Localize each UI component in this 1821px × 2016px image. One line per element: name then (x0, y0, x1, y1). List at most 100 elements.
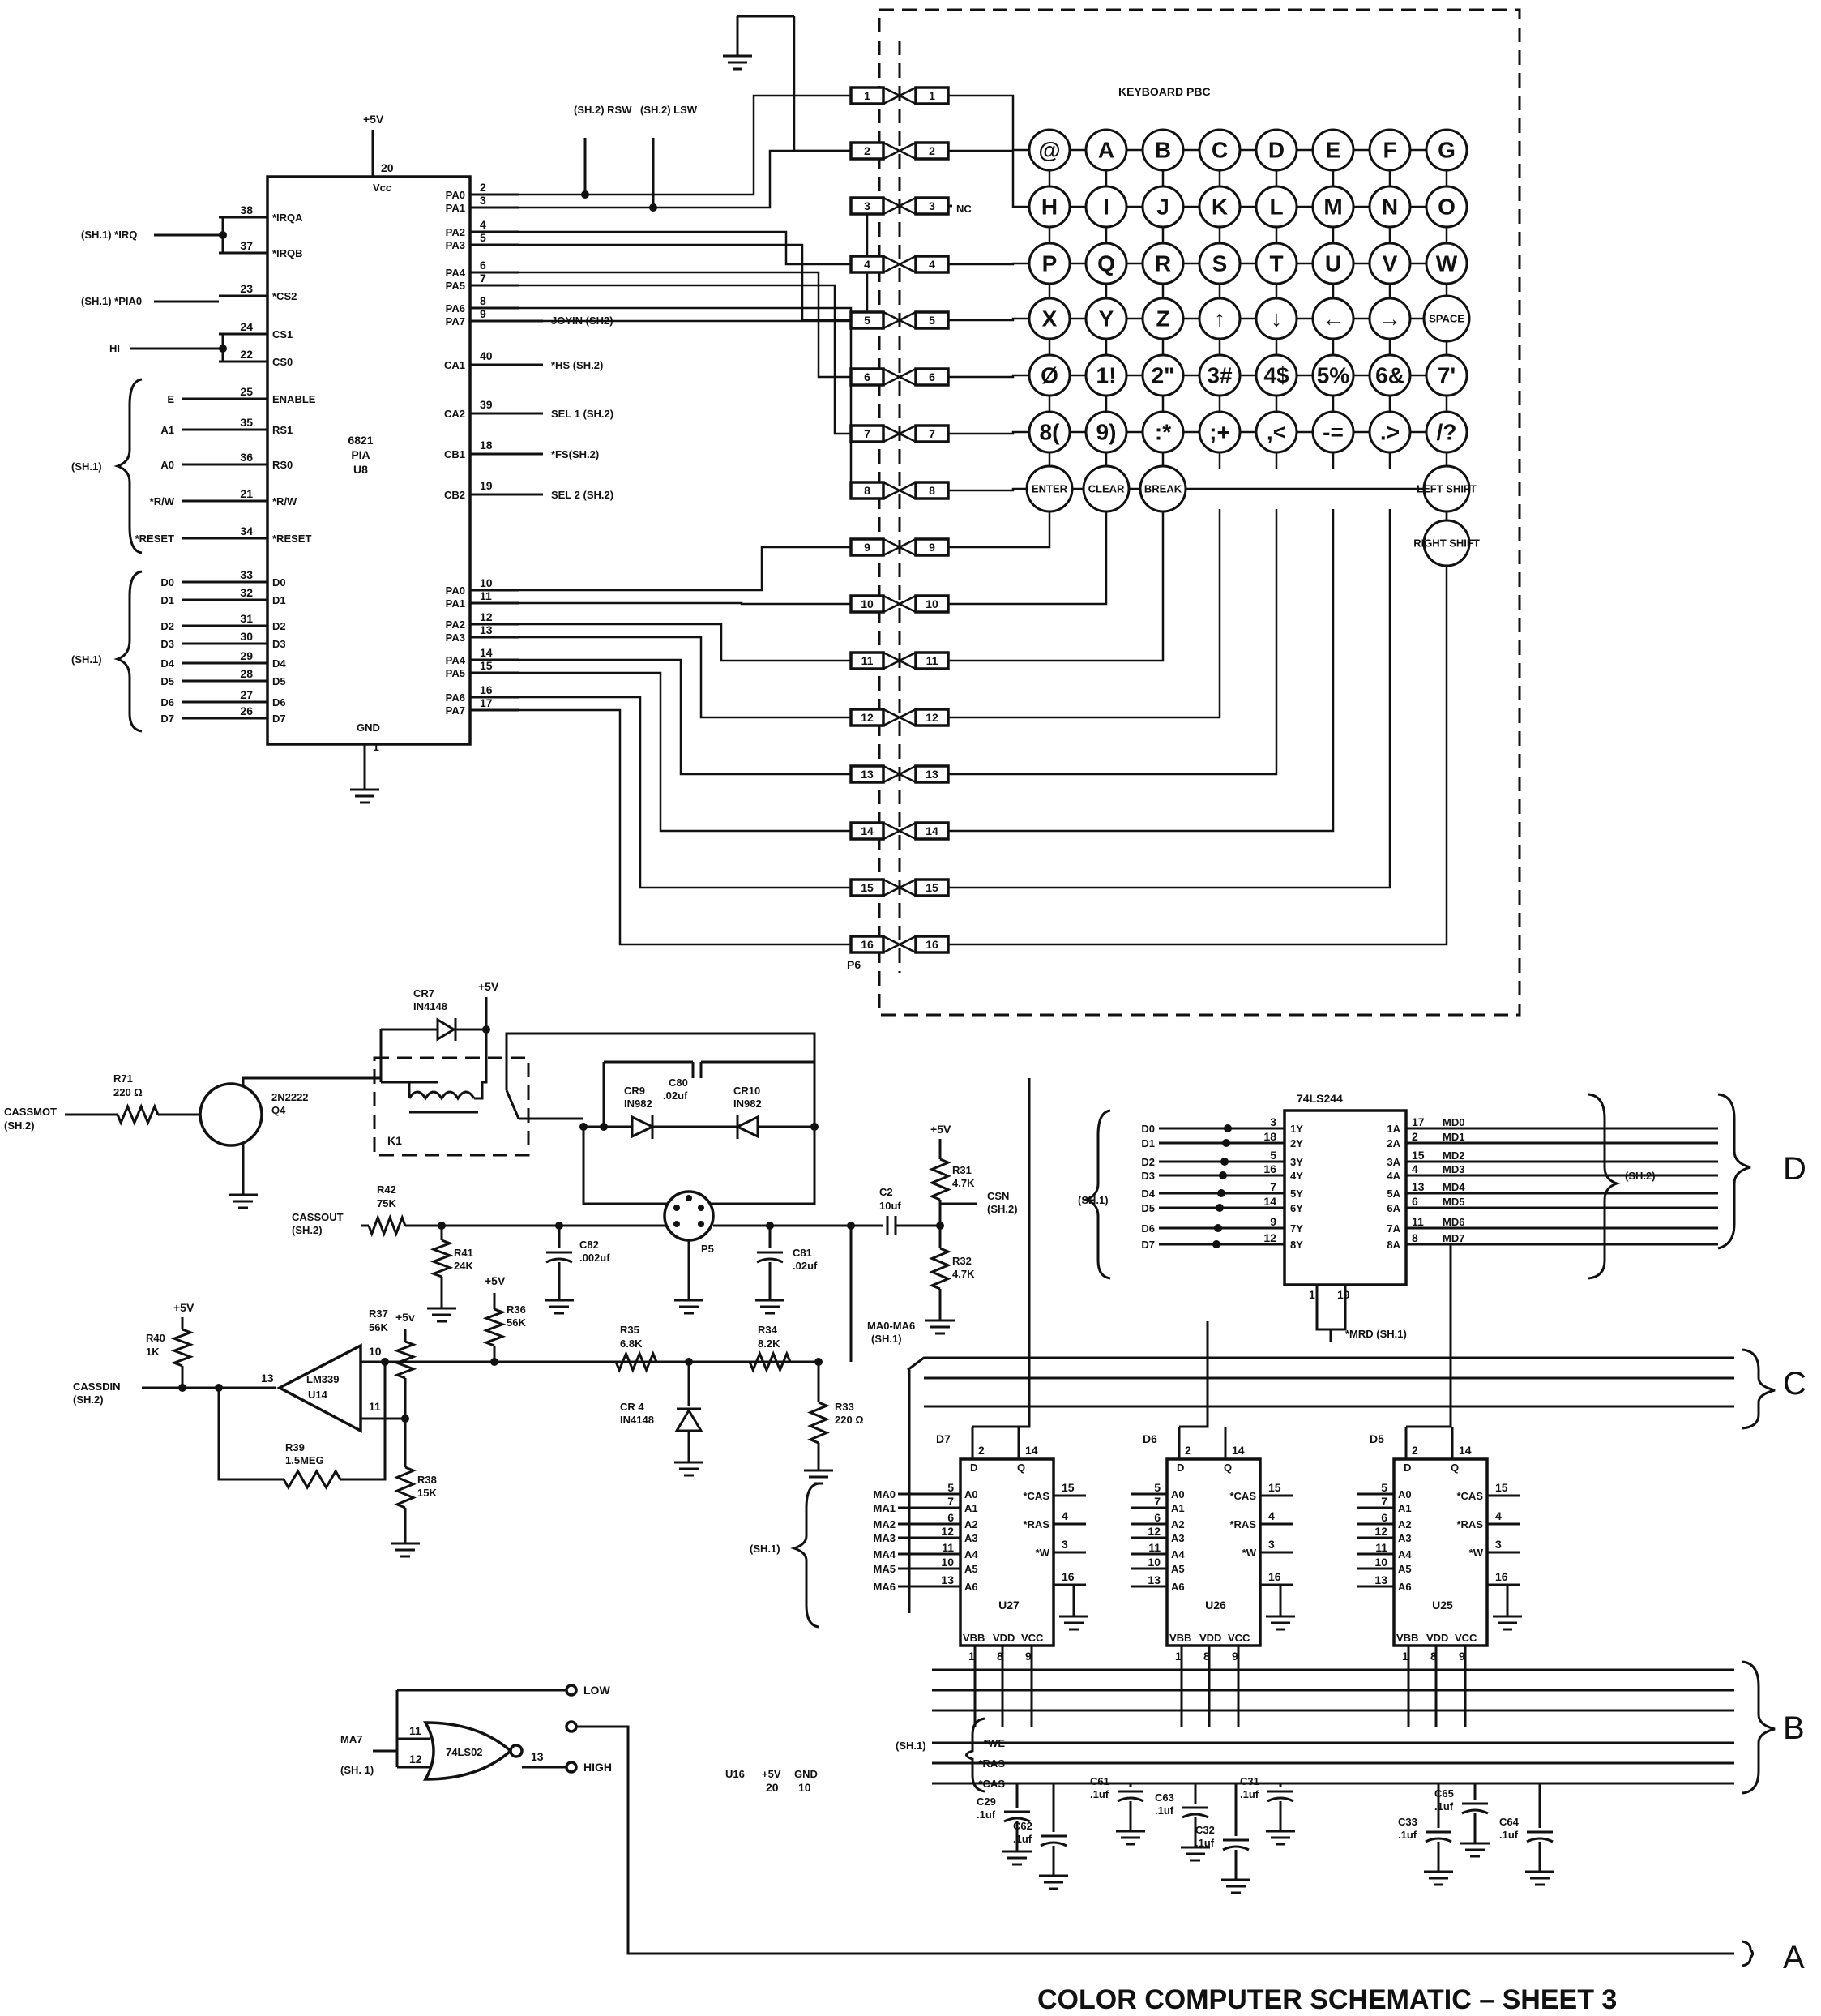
cap-ref: C61 (1090, 1775, 1109, 1787)
key: C (1198, 128, 1242, 172)
ram-vcc: VCC (1228, 1632, 1250, 1644)
key-label: O (1438, 195, 1456, 220)
pia-pin-label: PA4 (446, 267, 466, 279)
key: S (1198, 242, 1242, 285)
connector-pin-number: 6 (929, 370, 935, 383)
ram-ctrl-pin: 16 (1495, 1570, 1508, 1583)
data-sig: D5 (160, 675, 174, 687)
key-label: K (1212, 195, 1228, 220)
key-label: .> (1380, 420, 1400, 445)
key: P (1028, 242, 1071, 285)
key-label: W (1436, 251, 1458, 276)
ram-addr-pin: 13 (1148, 1573, 1161, 1586)
dram-u26 (1165, 1457, 1262, 1647)
ram-addr-pin: 10 (1148, 1556, 1161, 1569)
r41-val: 24K (454, 1260, 473, 1272)
connector-pin-number: 16 (861, 938, 874, 951)
cr9: CR9 (624, 1085, 645, 1097)
buffer-pin-label: 8Y (1290, 1239, 1303, 1251)
buffer-pin: 6 (1412, 1195, 1418, 1208)
ram-addr-label: A0 (964, 1488, 978, 1500)
buffer-pin: 15 (1412, 1149, 1425, 1162)
key: SPACE (1422, 294, 1471, 343)
cr10-val: IN982 (733, 1098, 762, 1110)
key: V (1368, 242, 1412, 285)
pia-pin-number: 37 (240, 239, 253, 252)
ram-ctrl-label: *CAS (1229, 1490, 1256, 1502)
connector-pin-number: 2 (864, 144, 870, 157)
ram-addr-label: A1 (1398, 1502, 1412, 1514)
key: Z (1141, 297, 1185, 340)
r33: R33 (835, 1401, 854, 1413)
connector-pin-number: 4 (864, 258, 870, 271)
ram-ctrl-pin: 15 (1268, 1481, 1281, 1494)
pia-pin-label: PA7 (446, 704, 465, 717)
pia-gnd-pin: 1 (373, 740, 379, 753)
key: Q (1084, 242, 1128, 285)
bus-b-signal: *WE (984, 1737, 1005, 1749)
cap-val: .1uf (1090, 1788, 1109, 1800)
ma-line: MA1 (874, 1502, 896, 1514)
key: N (1368, 185, 1412, 229)
c2: C2 (879, 1186, 893, 1198)
r35: R35 (620, 1324, 639, 1336)
pia-pin-number: 18 (480, 439, 493, 452)
c82-val: .002uf (579, 1252, 610, 1264)
ma-label: MA0-MA6 (867, 1320, 915, 1332)
cap-ref: C32 (1195, 1824, 1215, 1836)
ram-ctrl-pin: 3 (1062, 1538, 1068, 1551)
r41: R41 (454, 1247, 473, 1259)
resistor-r42 (367, 1213, 407, 1238)
r38-val: 15K (417, 1487, 437, 1499)
key-label: 4$ (1263, 363, 1289, 388)
cap-ref: C29 (977, 1796, 996, 1808)
data-sig: D1 (160, 594, 174, 606)
buffer-sh2: (SH.2) (1625, 1170, 1656, 1182)
ground-symbol (1059, 1605, 1088, 1631)
buffer-en-pin: 19 (1337, 1288, 1350, 1301)
ram-addr-pin: 12 (1374, 1525, 1387, 1538)
cr10: CR10 (733, 1085, 760, 1097)
ctrl-sig: A0 (160, 459, 174, 471)
pia-pin-label: CA1 (444, 359, 465, 371)
buffer-pin-label: 1Y (1290, 1123, 1303, 1135)
pia-pin-label: *R/W (272, 495, 297, 507)
pia-pin-label: PA7 (446, 315, 465, 327)
pia-pin-number: 6 (480, 259, 486, 272)
key-label: D (1268, 138, 1285, 163)
key: E (1311, 128, 1355, 172)
pia-pin-label: *IRQB (272, 247, 303, 259)
zener-cr9 (631, 1115, 656, 1139)
buffer-pin: 11 (1412, 1215, 1424, 1228)
key: 4$ (1255, 353, 1298, 397)
junction-dot (1222, 1139, 1230, 1147)
buffer-pin: 17 (1412, 1115, 1425, 1128)
connector-pin (849, 594, 950, 614)
ram-vbb: VBB (1169, 1632, 1191, 1644)
connector-pin-number: 7 (929, 427, 935, 440)
ma-line: MA4 (874, 1548, 896, 1560)
ground-symbol (1181, 1836, 1210, 1862)
buffer-input-signal: D4 (1141, 1188, 1155, 1200)
ram-q: Q (1451, 1462, 1459, 1474)
pia-pin-number: 34 (240, 524, 253, 537)
ram-addr-label: A5 (964, 1563, 978, 1575)
junction-dot (401, 1415, 409, 1423)
cap-ref: C64 (1499, 1816, 1520, 1828)
ma-line: MA2 (874, 1518, 896, 1530)
brace (1742, 1348, 1776, 1430)
cap-val: .1uf (1398, 1829, 1417, 1841)
pia-pin-number: 31 (240, 612, 253, 625)
ram-addr-pin: 13 (1374, 1573, 1387, 1586)
pia-pin-label: ENABLE (272, 393, 316, 405)
ground-symbol (427, 1297, 456, 1323)
ground-symbol (925, 1309, 955, 1335)
buffer-pin-label: 2Y (1290, 1137, 1303, 1149)
connector-pin-number: 3 (929, 199, 935, 212)
r40-val: 1K (146, 1346, 160, 1358)
resistor-r37 (393, 1340, 417, 1380)
cr7-val: IN4148 (413, 1000, 447, 1012)
ram-addr-pin: 5 (1381, 1481, 1387, 1494)
ram-addr-pin: 5 (947, 1481, 954, 1494)
brace (113, 378, 143, 554)
